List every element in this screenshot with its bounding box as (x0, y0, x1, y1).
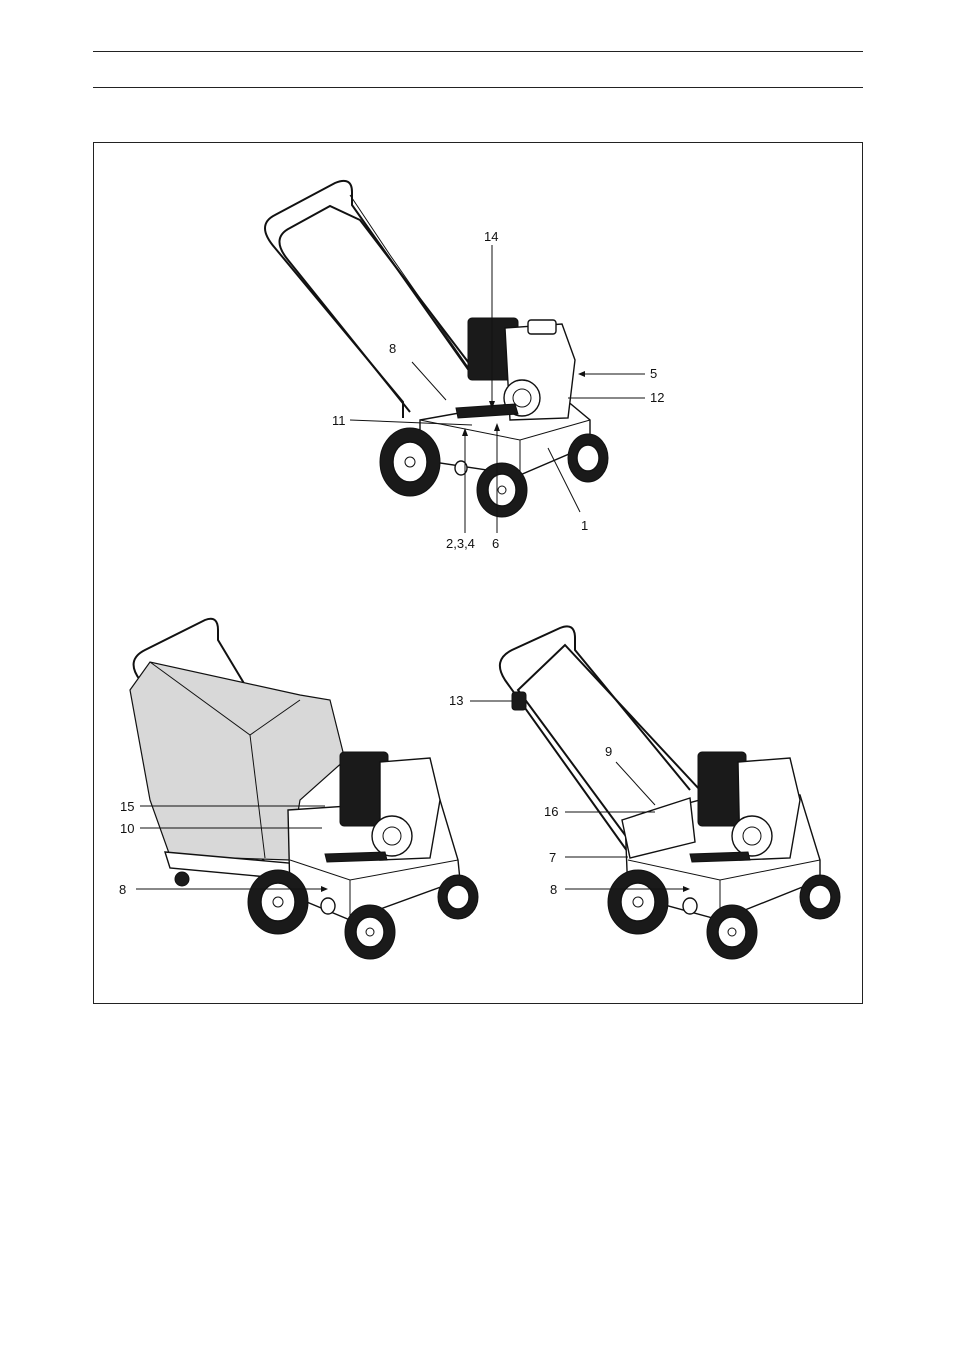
right-machine-pulley (732, 816, 772, 856)
callout-16: 16 (544, 804, 558, 819)
callout-8-top: 8 (389, 341, 396, 356)
left-machine-pulley (372, 816, 412, 856)
left-machine: 15 10 8 (119, 619, 478, 959)
callout-1: 1 (581, 518, 588, 533)
callout-11: 11 (332, 413, 346, 428)
left-machine-wheel-front (345, 905, 395, 959)
right-machine: 13 9 16 7 8 (449, 626, 840, 959)
callout-7: 7 (549, 850, 556, 865)
callout-14: 14 (484, 229, 498, 244)
callout-13: 13 (449, 693, 463, 708)
top-machine-handle (265, 181, 470, 418)
right-machine-wheel-front (707, 905, 757, 959)
callout-9: 9 (605, 744, 612, 759)
top-machine: 14 8 5 11 12 1 2,3,4 6 (265, 181, 664, 551)
top-machine-wheel-right (568, 434, 608, 482)
left-machine-wheel-right (438, 875, 478, 919)
right-machine-wheel-right (800, 875, 840, 919)
callout-8-right: 8 (550, 882, 557, 897)
callout-15: 15 (120, 799, 134, 814)
callout-8-left: 8 (119, 882, 126, 897)
top-machine-wheel-left (380, 428, 440, 496)
right-machine-wheel-left (608, 870, 668, 934)
top-machine-wheel-front (477, 463, 527, 517)
callout-6: 6 (492, 536, 499, 551)
callout-5: 5 (650, 366, 657, 381)
left-machine-wheel-left (248, 870, 308, 934)
callout-10: 10 (120, 821, 134, 836)
callout-12: 12 (650, 390, 664, 405)
callout-2-3-4: 2,3,4 (446, 536, 475, 551)
